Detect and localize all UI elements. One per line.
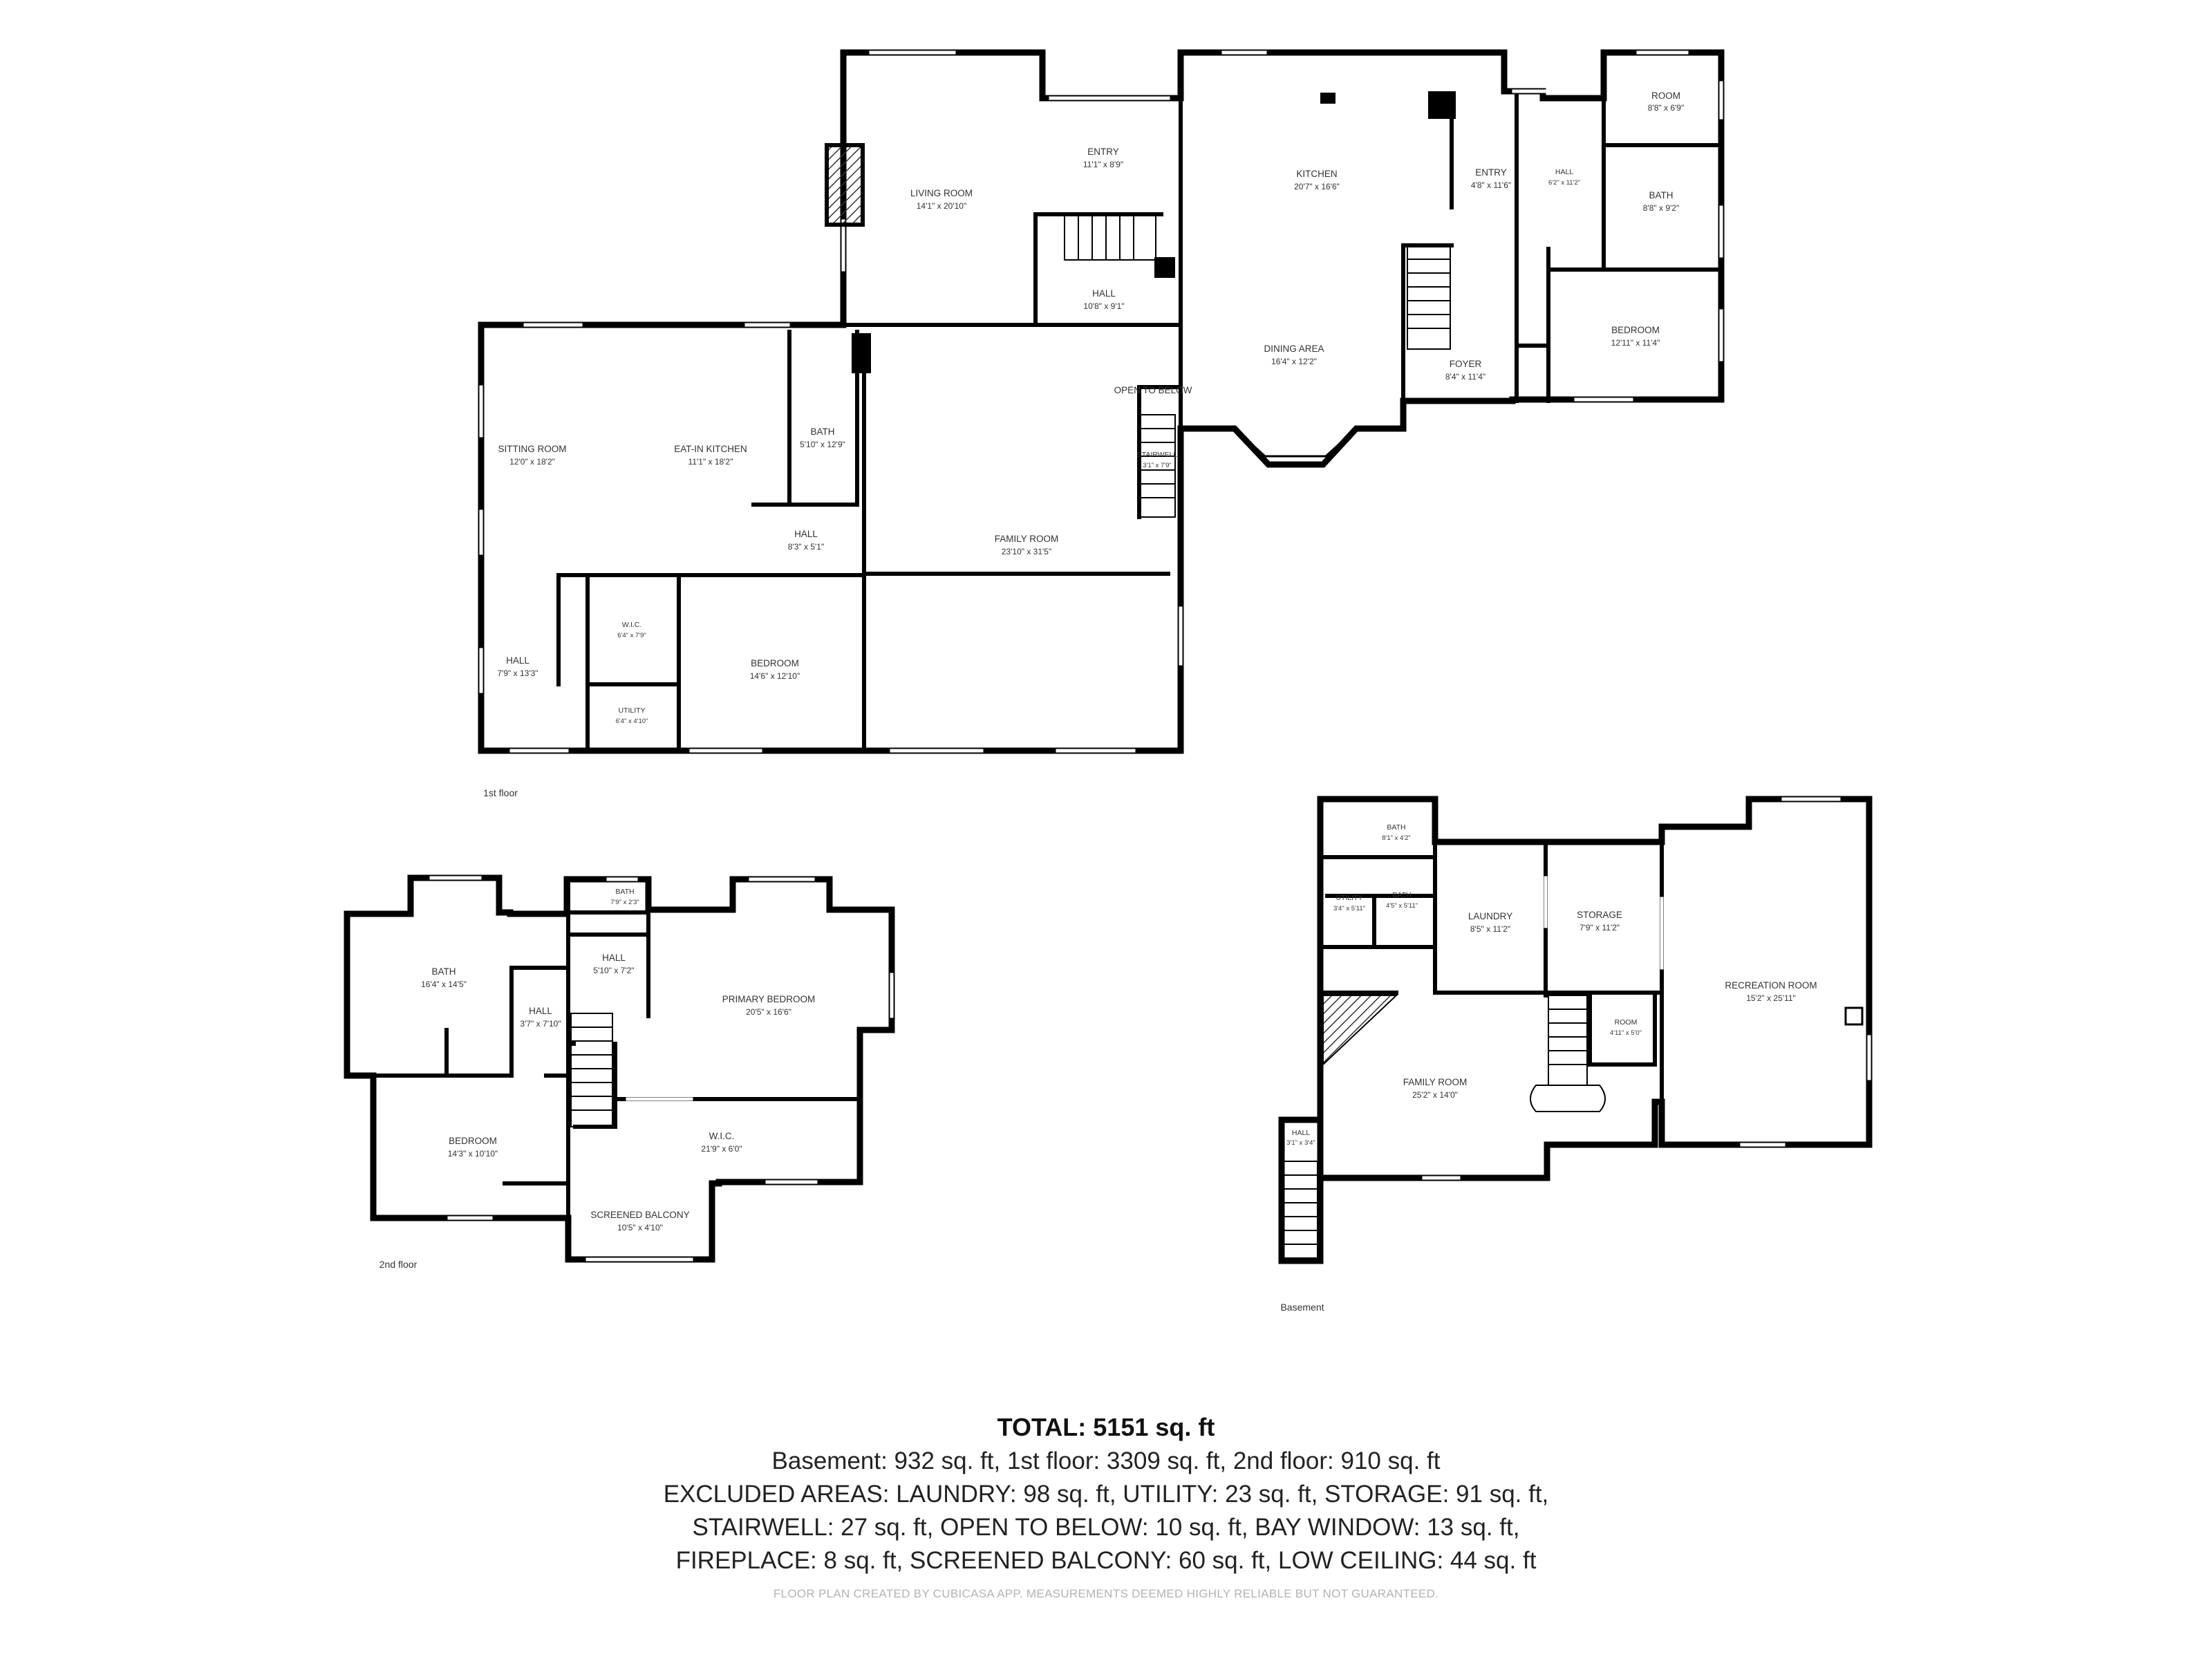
bath-ne-dim: 8'8" x 9'2": [1643, 203, 1679, 213]
bath-bs-1-label: BATH: [1387, 823, 1405, 832]
bath-1f-label: BATH: [810, 427, 834, 437]
hall-east-dim: 6'2" x 11'2": [1548, 179, 1580, 187]
bath-1f-dim: 5'10" x 12'9": [800, 440, 845, 449]
entry-east-dim: 4'8" x 11'6": [1471, 180, 1511, 190]
second-floor-label: 2nd floor: [379, 1259, 418, 1270]
family-room-1f-dim: 23'10" x 31'5": [1002, 547, 1052, 556]
floor-plan: LIVING ROOM 14'1" x 20'10" ENTRY 11'1" x…: [344, 49, 1873, 1313]
foyer-dim: 8'4" x 11'4": [1445, 372, 1485, 382]
utility-1f-label: UTILITY: [618, 706, 645, 715]
hall-2f-dim: 5'10" x 7'2": [593, 966, 634, 975]
laundry-label: LAUNDRY: [1468, 911, 1512, 921]
sitting-room-label: SITTING ROOM: [498, 444, 567, 454]
foyer-label: FOYER: [1450, 359, 1482, 369]
family-room-bs-label: FAMILY ROOM: [1403, 1077, 1468, 1087]
living-room-label: LIVING ROOM: [910, 188, 973, 198]
bedroom-1f-label: BEDROOM: [751, 658, 799, 668]
eatin-kitchen-dim: 11'1" x 18'2": [688, 457, 733, 467]
hall-2f-small-label: HALL: [529, 1006, 552, 1016]
basement-labels: BATH 8'1" x 4'2" UTILITY 3'4" x 5'11" BA…: [1280, 823, 1817, 1313]
bedroom-2f-label: BEDROOM: [449, 1136, 497, 1146]
basement-plan: [1278, 796, 1873, 1264]
dining-area-dim: 16'4" x 12'2": [1271, 357, 1317, 366]
room-bs-dim: 4'11" x 5'0": [1610, 1029, 1642, 1037]
hall-2f-small-dim: 3'7" x 7'10": [520, 1019, 561, 1029]
wic-2f-dim: 21'9" x 6'0": [701, 1144, 742, 1154]
disclaimer: FLOOR PLAN CREATED BY CUBICASA APP. MEAS…: [773, 1587, 1439, 1600]
first-floor-plan: [478, 49, 1725, 754]
second-floor-plan: [344, 874, 895, 1263]
excluded-areas-line-3: FIREPLACE: 8 sq. ft, SCREENED BALCONY: 6…: [675, 1547, 1537, 1574]
first-floor-labels: LIVING ROOM 14'1" x 20'10" ENTRY 11'1" x…: [483, 91, 1684, 798]
utility-bs-label: UTILITY: [1335, 894, 1362, 902]
room-bs-label: ROOM: [1615, 1018, 1638, 1027]
hall-bs-dim: 3'1" x 3'4": [1286, 1139, 1315, 1147]
wic-1f-label: W.I.C.: [622, 621, 642, 629]
bath-2f-big-dim: 16'4" x 14'5": [421, 980, 467, 989]
stairwell-dim: 3'1" x 7'9": [1143, 462, 1172, 469]
hall-center-label: HALL: [1092, 288, 1116, 299]
kitchen-label: KITCHEN: [1296, 169, 1337, 179]
hall-1f-small-dim: 8'3" x 5'1": [788, 542, 824, 552]
primary-bedroom-dim: 20'5" x 16'6": [746, 1007, 791, 1017]
excluded-areas-line-1: EXCLUDED AREAS: LAUNDRY: 98 sq. ft, UTIL…: [663, 1481, 1549, 1508]
first-floor-label: 1st floor: [483, 787, 518, 798]
area-summary: TOTAL: 5151 sq. ft Basement: 932 sq. ft,…: [0, 1410, 2212, 1601]
screened-balcony-dim: 10'5" x 4'10": [617, 1223, 663, 1232]
recreation-room-dim: 15'2" x 25'11": [1746, 993, 1796, 1003]
room-ne-label: ROOM: [1651, 91, 1680, 101]
sitting-room-dim: 12'0" x 18'2": [509, 457, 555, 467]
storage-dim: 7'9" x 11'2": [1580, 923, 1620, 932]
dining-area-label: DINING AREA: [1264, 344, 1324, 354]
storage-label: STORAGE: [1577, 910, 1622, 920]
hall-1f-west-label: HALL: [506, 655, 529, 666]
wic-2f-label: W.I.C.: [709, 1131, 735, 1141]
bedroom-east-label: BEDROOM: [1611, 325, 1660, 335]
bath-ne-label: BATH: [1649, 190, 1673, 200]
bath-bs-2-label: BATH: [1392, 891, 1411, 899]
entry-east-label: ENTRY: [1475, 167, 1507, 178]
living-room-dim: 14'1" x 20'10": [917, 201, 967, 211]
hall-east-label: HALL: [1555, 168, 1573, 176]
family-room-bs-dim: 25'2" x 14'0": [1412, 1090, 1458, 1100]
entry-dim: 11'1" x 8'9": [1083, 160, 1123, 169]
stairwell-label: STAIRWELL: [1137, 451, 1178, 459]
bedroom-east-dim: 12'11" x 11'4": [1611, 338, 1660, 348]
room-ne-dim: 8'8" x 6'9": [1648, 103, 1684, 113]
wic-1f-dim: 6'4" x 7'9": [617, 632, 646, 639]
floor-areas: Basement: 932 sq. ft, 1st floor: 3309 sq…: [771, 1447, 1441, 1474]
bedroom-2f-dim: 14'3" x 10'10": [448, 1149, 498, 1159]
bath-bs-1-dim: 8'1" x 4'2": [1382, 834, 1411, 842]
hall-center-dim: 10'8" x 9'1": [1083, 301, 1124, 311]
second-floor-labels: BATH 16'4" x 14'5" HALL 3'7" x 7'10" BAT…: [379, 888, 816, 1270]
kitchen-dim: 20'7" x 16'6": [1294, 182, 1340, 191]
utility-1f-dim: 6'4" x 4'10": [616, 718, 648, 725]
bath-2f-small-dim: 7'9" x 2'3": [610, 899, 639, 906]
utility-bs-dim: 3'4" x 5'11": [1333, 905, 1365, 912]
excluded-areas-line-2: STAIRWELL: 27 sq. ft, OPEN TO BELOW: 10 …: [692, 1514, 1520, 1541]
family-room-1f-label: FAMILY ROOM: [995, 534, 1059, 544]
screened-balcony-label: SCREENED BALCONY: [590, 1210, 689, 1220]
bedroom-1f-dim: 14'6" x 12'10": [750, 671, 800, 681]
bath-2f-big-label: BATH: [431, 966, 456, 977]
primary-bedroom-label: PRIMARY BEDROOM: [722, 994, 816, 1004]
bath-2f-small-label: BATH: [615, 888, 634, 896]
eatin-kitchen-label: EAT-IN KITCHEN: [674, 444, 747, 454]
hall-1f-small-label: HALL: [794, 529, 818, 539]
total-area: TOTAL: 5151 sq. ft: [997, 1413, 1215, 1441]
open-to-below-label: OPEN TO BELOW: [1114, 385, 1192, 395]
hall-1f-west-dim: 7'9" x 13'3": [497, 668, 538, 678]
bath-bs-2-dim: 4'5" x 5'11": [1386, 902, 1418, 910]
entry-label: ENTRY: [1087, 147, 1119, 157]
hall-bs-label: HALL: [1292, 1129, 1310, 1137]
basement-label: Basement: [1280, 1302, 1324, 1313]
laundry-dim: 8'5" x 11'2": [1470, 924, 1510, 934]
hall-2f-label: HALL: [602, 953, 626, 963]
recreation-room-label: RECREATION ROOM: [1725, 980, 1817, 991]
